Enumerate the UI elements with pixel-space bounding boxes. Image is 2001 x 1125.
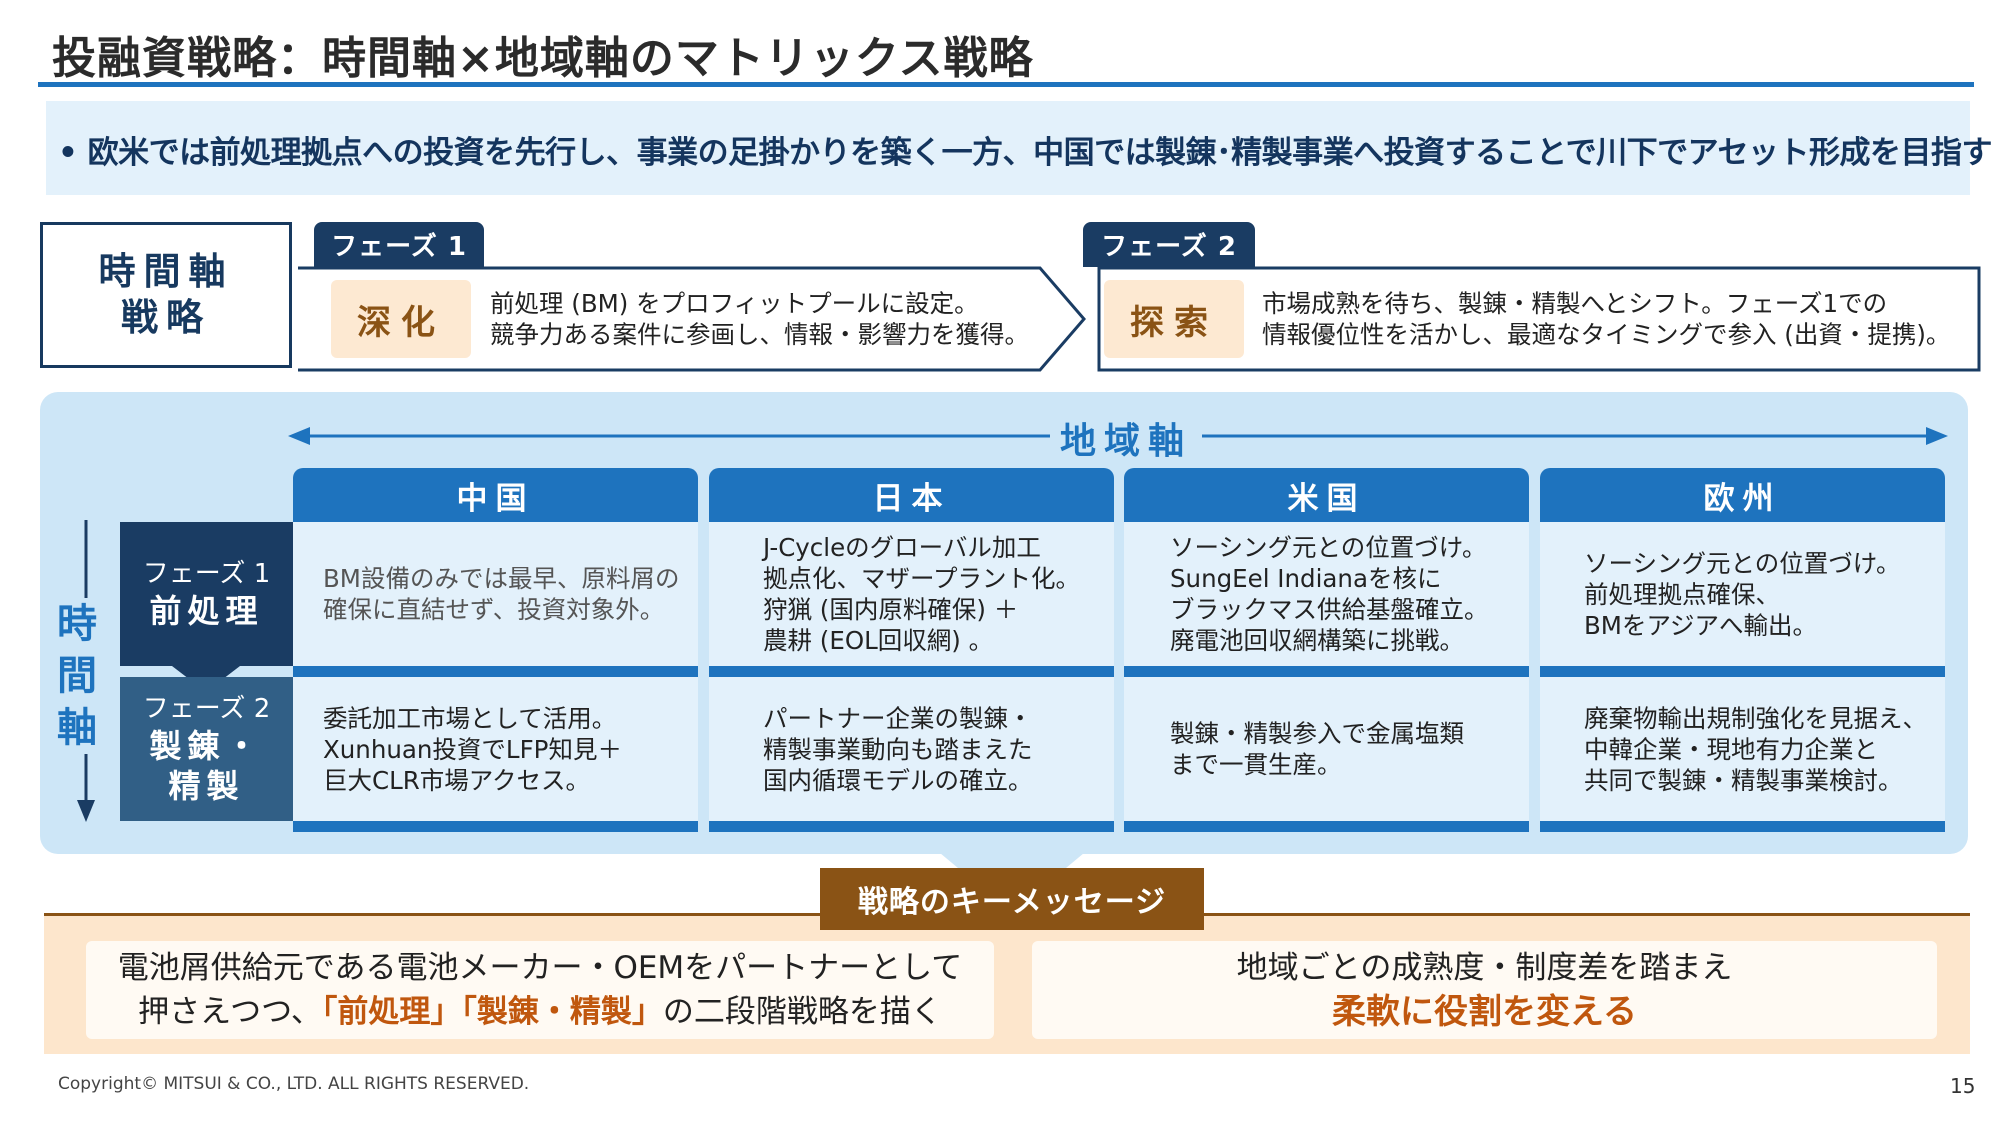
cell-line: 精製事業動向も踏まえた bbox=[763, 734, 1033, 764]
cell-europe-phase1: ソーシング元との位置づけ。 前処理拠点確保、 BMをアジアへ輸出。 bbox=[1540, 522, 1945, 666]
row-separator bbox=[1540, 666, 1945, 677]
key-message-right: 地域ごとの成熟度・制度差を踏まえ 柔軟に役割を変える bbox=[1032, 941, 1937, 1039]
phase2-tab: フェーズ 2 bbox=[1083, 222, 1255, 267]
row-separator bbox=[709, 666, 1114, 677]
phase1-tab: フェーズ 1 bbox=[314, 222, 484, 267]
phase1-row-sub: フェーズ 1 bbox=[142, 559, 271, 589]
key-right-line1: 地域ごとの成熟度・制度差を踏まえ bbox=[1236, 950, 1733, 986]
cell-line: 前処理拠点確保、 bbox=[1584, 579, 1780, 609]
cell-line: 拠点化、マザープラント化。 bbox=[763, 564, 1081, 593]
cell-line: ブラックマス供給基盤確立。 bbox=[1170, 595, 1489, 624]
cell-line: 農耕 (EOL回収網) 。 bbox=[763, 626, 994, 655]
region-axis-label: 地域軸 bbox=[1050, 412, 1203, 464]
key-left-post: の二段階戦略を描く bbox=[662, 994, 942, 1030]
phase1-arrow-shape bbox=[298, 266, 1086, 372]
phase1-description: 前処理 (BM) をプロフィットプールに設定。 競争力ある案件に参画し、情報・影… bbox=[490, 288, 1029, 350]
cell-line: 巨大CLR市場アクセス。 bbox=[323, 765, 591, 795]
phase2-row-label: フェーズ 2 製錬・ 精製 bbox=[120, 677, 293, 821]
page-title: 投融資戦略：時間軸×地域軸のマトリックス戦略 bbox=[52, 33, 1034, 84]
cell-line: パートナー企業の製錬・ bbox=[763, 703, 1033, 733]
phase2-row-main: 製錬・ bbox=[149, 727, 264, 765]
cell-line: 狩猟 (国内原料確保) ＋ bbox=[763, 595, 1019, 624]
cell-line: BMをアジアへ輸出。 bbox=[1584, 610, 1817, 640]
cell-line: 国内循環モデルの確立。 bbox=[763, 765, 1033, 795]
page-number: 15 bbox=[1950, 1074, 1976, 1098]
phase2-box-shape bbox=[1097, 266, 1981, 372]
cell-europe-phase2: 廃棄物輸出規制強化を見据え、 中韓企業・現地有力企業と 共同で製錬・精製事業検討… bbox=[1540, 677, 1945, 821]
cell-line: まで一貫生産。 bbox=[1170, 750, 1342, 779]
copyright: Copyright© MITSUI & CO., LTD. ALL RIGHTS… bbox=[58, 1074, 530, 1094]
phase2-row-sub: フェーズ 2 bbox=[142, 694, 271, 724]
lead-text: • 欧米では前処理拠点への投資を先行し、事業の足掛かりを築く一方、中国では製錬･… bbox=[58, 135, 1993, 171]
region-header-usa: 米国 bbox=[1124, 468, 1529, 522]
region-header-china: 中国 bbox=[293, 468, 698, 522]
cell-japan-phase2: パートナー企業の製錬・ 精製事業動向も踏まえた 国内循環モデルの確立。 bbox=[709, 677, 1114, 821]
phase2-desc-line: 情報優位性を活かし、最適なタイミングで参入 (出資・提携)。 bbox=[1262, 320, 1951, 349]
key-message-left: 電池屑供給元である電池メーカー・OEMをパートナーとして 押さえつつ、「前処理」… bbox=[86, 941, 994, 1039]
phase1-label-shape bbox=[120, 522, 293, 692]
cell-line: 製錬・精製参入で金属塩類 bbox=[1170, 719, 1464, 748]
time-strategy-label-line1: 時間軸 bbox=[98, 250, 234, 293]
cell-line: 廃棄物輸出規制強化を見据え、 bbox=[1584, 703, 1927, 733]
key-left-line1: 電池屑供給元である電池メーカー・OEMをパートナーとして bbox=[117, 950, 963, 986]
cell-china-phase2: 委託加工市場として活用。 Xunhuan投資でLFP知見＋ 巨大CLR市場アクセ… bbox=[293, 677, 698, 821]
phase2-desc-line: 市場成熟を待ち、製錬・精製へとシフト。フェーズ1での bbox=[1262, 289, 1888, 318]
phase2-label-shape bbox=[120, 677, 293, 821]
region-header-europe: 欧州 bbox=[1540, 468, 1945, 522]
phase2-row-main: 精製 bbox=[168, 767, 245, 805]
cell-usa-phase2: 製錬・精製参入で金属塩類 まで一貫生産。 bbox=[1124, 677, 1529, 821]
time-axis-char: 軸 bbox=[57, 705, 97, 751]
row-separator bbox=[709, 821, 1114, 832]
time-strategy-label: 時間軸 戦略 bbox=[40, 222, 292, 368]
phase-strip-outline bbox=[298, 266, 1981, 372]
cell-line: 共同で製錬・精製事業検討。 bbox=[1584, 765, 1903, 795]
cell-line: J-Cycleのグローバル加工 bbox=[763, 533, 1041, 562]
phase1-desc-line: 競争力ある案件に参画し、情報・影響力を獲得。 bbox=[490, 320, 1029, 349]
phase1-row-main: 前処理 bbox=[149, 592, 264, 630]
time-strategy-label-line2: 戦略 bbox=[121, 296, 211, 339]
key-left-highlight: 「前処理」「製錬・精製」 bbox=[321, 994, 663, 1030]
key-right-highlight: 柔軟に役割を変える bbox=[1332, 992, 1637, 1032]
cell-japan-phase1: J-Cycleのグローバル加工 拠点化、マザープラント化。 狩猟 (国内原料確保… bbox=[709, 522, 1114, 666]
time-axis-char: 間 bbox=[57, 653, 97, 699]
phase2-description: 市場成熟を待ち、製錬・精製へとシフト。フェーズ1での 情報優位性を活かし、最適な… bbox=[1262, 288, 1950, 350]
arrow-right-icon bbox=[1926, 427, 1948, 445]
cell-line: 廃電池回収網構築に挑戦。 bbox=[1170, 626, 1464, 655]
arrow-down-icon bbox=[77, 800, 95, 822]
cell-china-phase1: BM設備のみでは最早、原料屑の 確保に直結せず、投資対象外。 bbox=[293, 522, 698, 666]
key-left-line2: 押さえつつ、「前処理」「製錬・精製」の二段階戦略を描く bbox=[138, 990, 942, 1034]
cell-line: 中韓企業・現地有力企業と bbox=[1584, 734, 1878, 764]
time-axis-label: 時 間 軸 bbox=[52, 598, 102, 754]
phase1-row-label: フェーズ 1 前処理 bbox=[120, 522, 293, 666]
cell-line: 確保に直結せず、投資対象外。 bbox=[323, 595, 665, 624]
lead-box bbox=[46, 101, 1970, 195]
row-separator bbox=[1540, 821, 1945, 832]
row-separator bbox=[1124, 666, 1529, 677]
cell-line: 委託加工市場として活用。 bbox=[323, 703, 617, 733]
cell-line: BM設備のみでは最早、原料屑の bbox=[323, 564, 680, 593]
phase1-keyword: 深化 bbox=[331, 280, 471, 358]
row-separator bbox=[1124, 821, 1529, 832]
row-separator bbox=[293, 666, 698, 677]
phase2-keyword: 探索 bbox=[1104, 280, 1244, 358]
region-header-japan: 日本 bbox=[709, 468, 1114, 522]
cell-line: Xunhuan投資でLFP知見＋ bbox=[323, 734, 622, 764]
cell-line: ソーシング元との位置づけ。 bbox=[1170, 533, 1487, 562]
key-left-pre: 押さえつつ、 bbox=[138, 994, 322, 1030]
title-underline bbox=[38, 82, 1974, 87]
row-separator bbox=[293, 821, 698, 832]
key-message-tab: 戦略のキーメッセージ bbox=[820, 868, 1204, 930]
arrow-left-icon bbox=[288, 427, 310, 445]
time-axis-char: 時 bbox=[57, 601, 97, 647]
cell-usa-phase1: ソーシング元との位置づけ。 SungEel Indianaを核に ブラックマス供… bbox=[1124, 522, 1529, 666]
cell-line: SungEel Indianaを核に bbox=[1170, 564, 1442, 593]
phase1-desc-line: 前処理 (BM) をプロフィットプールに設定。 bbox=[490, 289, 979, 318]
cell-line: ソーシング元との位置づけ。 bbox=[1584, 548, 1901, 578]
